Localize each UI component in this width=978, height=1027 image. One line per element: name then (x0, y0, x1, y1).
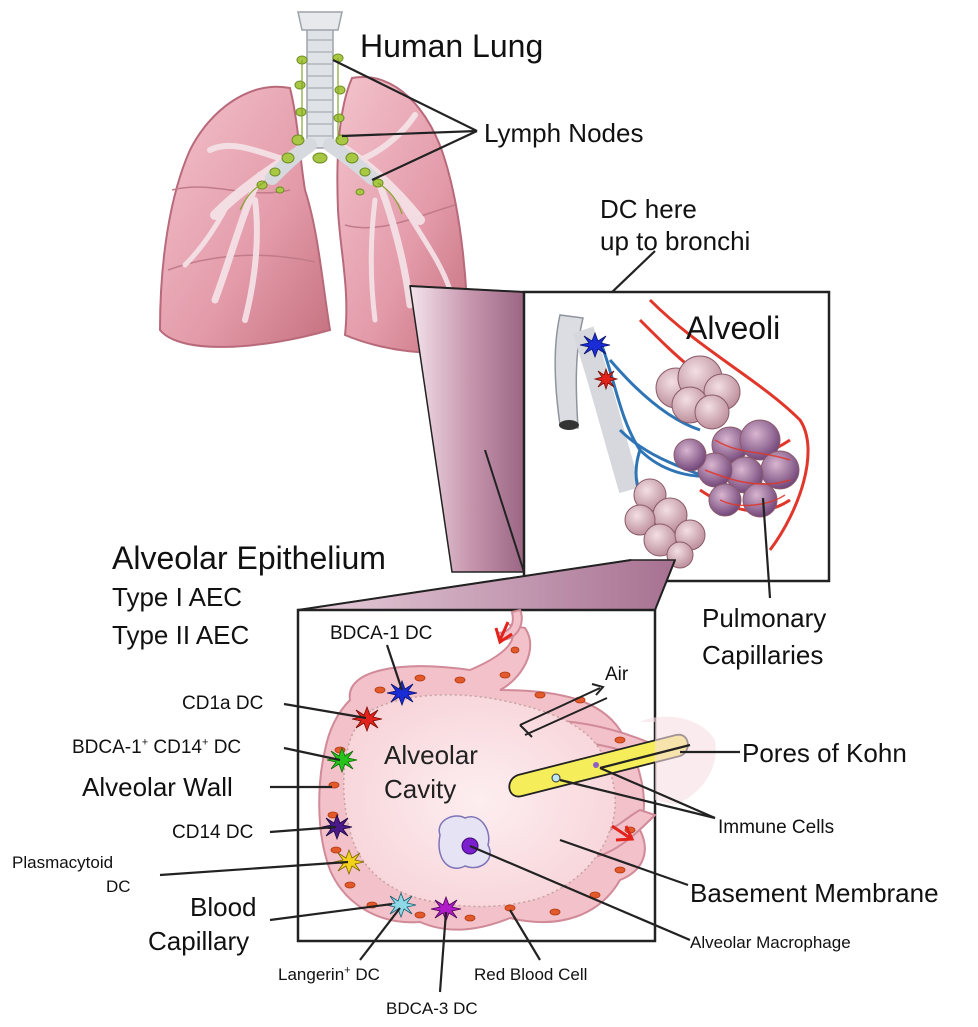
basement-membrane-label: Basement Membrane (690, 880, 939, 906)
cd14-dc-label: CD14 DC (172, 823, 253, 842)
blood-capillary-label-line2: Capillary (148, 928, 249, 954)
dc-here-label-line2: up to bronchi (600, 228, 750, 254)
trachea (307, 20, 333, 148)
alveolar-cavity-label-line2: Cavity (384, 776, 456, 802)
alveolar-macrophage-cell (439, 816, 490, 868)
langerin-dc-label: Langerin+ DC (278, 966, 380, 983)
bdca1-dc-label: BDCA-1 DC (330, 624, 432, 643)
bdca1-cd14-dc-label: BDCA-1+ CD14+ DC (72, 738, 241, 757)
zoom-funnel-1 (410, 286, 524, 572)
page-title: Human Lung (360, 30, 543, 62)
type-ii-aec-label: Type II AEC (112, 622, 249, 648)
bdca3-dc-label: BDCA-3 DC (386, 1000, 478, 1017)
dc-here-label-line1: DC here (600, 196, 697, 222)
plasmacytoid-dc-label-line2: DC (106, 878, 131, 895)
immune-cells-label: Immune Cells (718, 818, 834, 837)
lymph-nodes-label: Lymph Nodes (484, 120, 643, 146)
alveolar-macrophage-label: Alveolar Macrophage (690, 934, 851, 951)
cd1a-dc-label: CD1a DC (182, 694, 263, 713)
air-label: Air (605, 665, 628, 684)
blood-capillary-label-line1: Blood (190, 894, 257, 920)
bdca1-dc-star (387, 681, 417, 705)
plasmacytoid-dc-label-line1: Plasmacytoid (12, 854, 113, 871)
alveolar-cavity-label-line1: Alveolar (384, 742, 478, 768)
type-i-aec-label: Type I AEC (112, 584, 242, 610)
cd1a-dc-star (352, 707, 382, 731)
alveolar-wall-label: Alveolar Wall (82, 774, 233, 800)
pulmonary-label-line1: Pulmonary (702, 605, 826, 631)
alveolar-epithelium-label: Alveolar Epithelium (112, 542, 386, 574)
alveoli-label: Alveoli (686, 312, 780, 344)
bdca1-cd14-dc-star (327, 748, 357, 772)
pulmonary-label-line2: Capillaries (702, 642, 823, 668)
pores-of-kohn-label: Pores of Kohn (742, 740, 907, 766)
red-blood-cell-label: Red Blood Cell (474, 966, 587, 983)
